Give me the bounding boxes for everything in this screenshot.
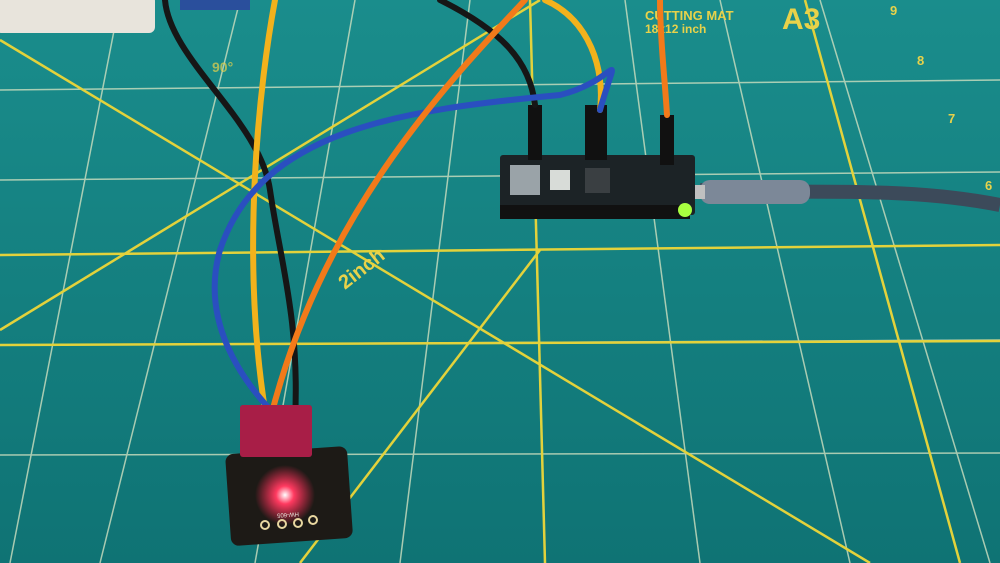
mat-dimensions: 18x12 inch [645,22,706,36]
sensor-board-label: HW-605 [276,510,299,518]
ruler-number-8: 8 [917,53,924,68]
microcontroller-board [500,105,695,219]
mat-title: CUTTING MAT [645,8,734,23]
jumper-wires [162,0,670,423]
ruler-number-9: 9 [890,3,897,18]
ruler-number-7: 7 [948,111,955,126]
breadboard-corner [0,0,250,33]
mat-size-label: A3 [782,3,820,36]
red-led-glow [255,465,315,525]
mat-angle-label: 90° [212,59,233,75]
pulse-oximeter-sensor: HW-605 [225,405,353,546]
ruler-number-6: 6 [985,178,992,193]
